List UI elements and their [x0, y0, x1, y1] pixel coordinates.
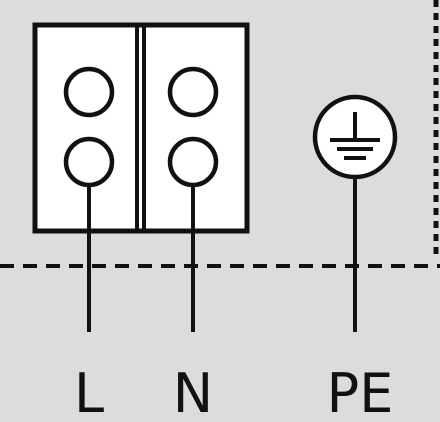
label-neutral: N — [173, 362, 213, 422]
terminal-screw-n-bottom — [167, 136, 219, 188]
label-live: L — [74, 362, 104, 422]
terminal-screw-l-bottom — [63, 136, 115, 188]
terminal-screw-l-top — [63, 66, 115, 118]
protective-earth-icon — [312, 94, 398, 180]
terminal-block-outline — [32, 22, 250, 234]
terminal-screw-n-top — [167, 66, 219, 118]
label-protective-earth: PE — [327, 362, 394, 422]
terminal-block — [32, 22, 250, 234]
